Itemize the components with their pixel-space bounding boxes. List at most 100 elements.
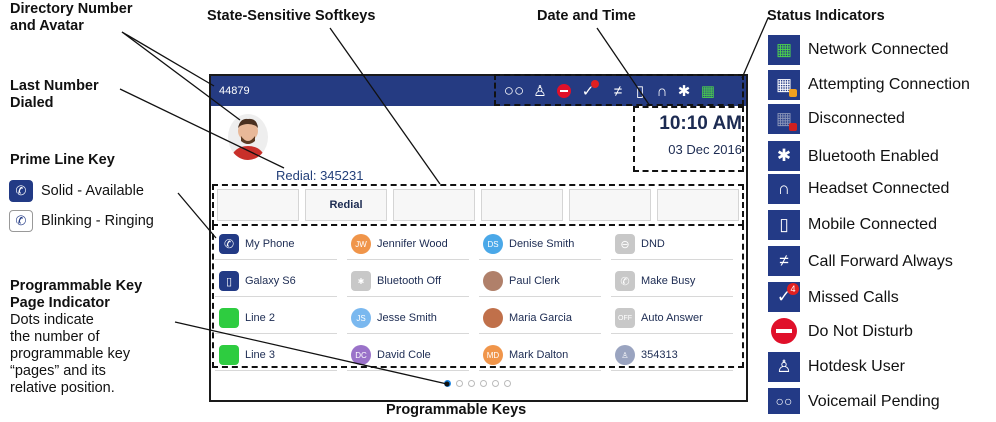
status-label: Do Not Disturb [808,323,913,340]
softkey-redial[interactable]: Redial [305,189,387,221]
softkey-3[interactable] [393,189,475,221]
prog-key-label: My Phone [245,238,295,250]
line-avatar [121,31,241,121]
bluetooth-icon[interactable]: ✱ [677,83,691,100]
voicemail-icon[interactable]: ○○ [503,81,525,100]
prog-key-label: DND [641,238,665,250]
prog-key-label: 354313 [641,349,678,361]
callout-status-indicators: Status Indicators [767,8,885,24]
prog-key-denise-smith[interactable]: DS Denise Smith [479,229,601,260]
prime-solid-label: Solid - Available [41,183,144,199]
status-label: Voicemail Pending [808,393,940,410]
prog-key-galaxy-s6[interactable]: ▯ Galaxy S6 [215,266,337,297]
softkey-6[interactable] [657,189,739,221]
prog-key-line-2[interactable]: Line 2 [215,303,337,334]
prog-key-make-busy[interactable]: ✆ Make Busy [611,266,733,297]
status-label: Call Forward Always [808,253,953,270]
dnd-icon [768,316,800,346]
page-dot[interactable] [504,380,511,387]
page-dot[interactable] [480,380,487,387]
network-connected-icon[interactable]: ▦ [700,83,716,100]
callout-date-time: Date and Time [537,8,636,24]
status-bar: 44879 ○○ ♙ ✓ ≠ ▯ ∩ ✱ ▦ [211,76,746,106]
date-time-highlight [633,106,744,172]
make-busy-icon: ✆ [615,271,635,291]
page-dot[interactable] [468,380,475,387]
status-label: Mobile Connected [808,216,937,233]
line-redial [119,88,285,169]
status-label: Bluetooth Enabled [808,148,939,165]
contact-photo [483,271,503,291]
network-connected-icon: ▦ [768,35,800,65]
dnd-icon: ⊖ [615,234,635,254]
contact-photo [483,308,503,328]
network-attempting-icon: ▦ [768,70,800,100]
prog-key-label: Mark Dalton [509,349,569,361]
prog-key-label: Denise Smith [509,238,575,250]
bluetooth-icon: ✱ [768,141,800,171]
callout-page-indicator: Page Indicator [10,295,110,311]
headset-icon[interactable]: ∩ [656,82,668,100]
prog-key-mark-dalton[interactable]: MD Mark Dalton [479,340,601,371]
callout-last-number: Last Number [10,78,99,94]
prog-key-354313[interactable]: ♙ 354313 [611,340,733,371]
line-datetime [596,27,651,107]
page-dot[interactable] [456,380,463,387]
prog-key-line-3[interactable]: Line 3 [215,340,337,371]
mobile-icon: ▯ [768,210,800,240]
hotdesk-icon[interactable]: ♙ [533,83,547,100]
status-label: Headset Connected [808,180,950,197]
prime-line-blinking-icon: ✆ [9,210,33,232]
prog-key-dnd[interactable]: ⊖ DND [611,229,733,260]
auto-answer-off-icon: OFF [615,308,635,328]
prog-key-david-cole[interactable]: DC David Cole [347,340,469,371]
line-softkeys [329,27,441,185]
missed-calls-icon: ✓4 [768,282,800,312]
prog-key-paul-clerk[interactable]: Paul Clerk [479,266,601,297]
directory-number: 44879 [219,85,250,97]
page-dot[interactable] [492,380,499,387]
callout-softkeys: State-Sensitive Softkeys [207,8,376,24]
call-forward-icon[interactable]: ≠ [613,82,623,100]
contact-initials: MD [483,345,503,365]
prog-key-label: Paul Clerk [509,275,560,287]
missed-calls-icon[interactable]: ✓ [577,80,599,102]
callout-page-desc-1: Dots indicate [10,312,94,328]
status-label: Disconnected [808,110,905,127]
line-indicator [219,308,239,328]
status-label: Missed Calls [808,289,899,306]
voicemail-icon: ○○ [768,388,800,414]
last-number-dialed: Redial: 345231 [276,168,364,183]
prog-key-label: Auto Answer [641,312,703,324]
callout-avatar: and Avatar [10,18,84,34]
prog-key-maria-garcia[interactable]: Maria Garcia [479,303,601,334]
prime-blink-label: Blinking - Ringing [41,213,154,229]
line-dots [174,321,448,385]
prog-key-bluetooth-off[interactable]: ✱ Bluetooth Off [347,266,469,297]
status-label: Hotdesk User [808,358,905,375]
callout-page-desc-5: relative position. [10,380,115,396]
contact-initials: DC [351,345,371,365]
prime-line-solid-icon: ✆ [9,180,33,202]
prog-key-label: Jesse Smith [377,312,437,324]
avatar [228,114,268,160]
callout-page-desc-3: programmable key [10,346,131,362]
softkey-1[interactable] [217,189,299,221]
hotdesk-icon: ♙ [768,352,800,382]
prog-key-jesse-smith[interactable]: JS Jesse Smith [347,303,469,334]
phone-screen: 44879 ○○ ♙ ✓ ≠ ▯ ∩ ✱ ▦ Redial: 345231 10… [209,74,748,402]
contact-initials: JW [351,234,371,254]
status-label: Attempting Connection [808,76,970,93]
prog-key-label: Make Busy [641,275,696,287]
prog-key-my-phone[interactable]: ✆ My Phone [215,229,337,260]
callout-directory-number: Directory Number [10,1,133,17]
mobile-icon: ▯ [219,271,239,291]
prog-key-label: Line 3 [245,349,275,361]
softkey-4[interactable] [481,189,563,221]
callout-page-desc-4: “pages” and its [10,363,106,379]
prog-key-auto-answer[interactable]: OFF Auto Answer [611,303,733,334]
softkey-5[interactable] [569,189,651,221]
prog-key-jennifer-wood[interactable]: JW Jennifer Wood [347,229,469,260]
headset-icon: ∩ [768,174,800,204]
dnd-icon[interactable] [553,80,575,102]
